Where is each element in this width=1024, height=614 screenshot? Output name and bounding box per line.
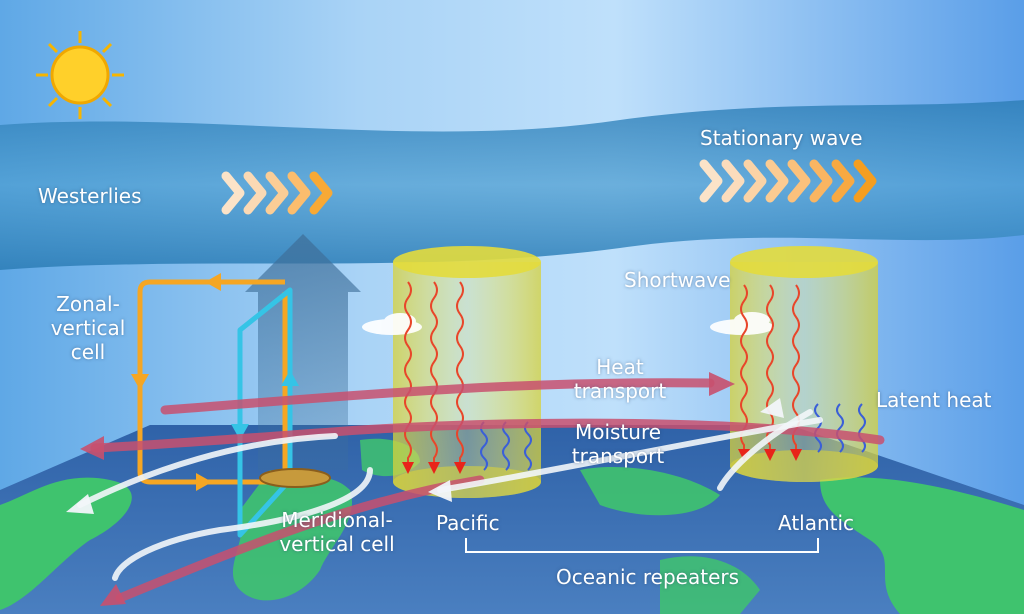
moisture-transport-arrowheads [66, 398, 784, 514]
zonal-cell-arrowheads [131, 273, 221, 491]
atlantic-label: Atlantic [778, 511, 855, 535]
meridional-vertical-cell-label: Meridional- vertical cell [279, 508, 395, 556]
atlantic-heat-column [730, 246, 878, 482]
pacific-heat-column [393, 246, 541, 498]
zonal-vertical-cell-label: Zonal- vertical cell [50, 292, 126, 364]
westerlies-chevron-arrow-icon [221, 171, 333, 215]
latent-heat-label: Latent heat [876, 388, 992, 412]
stationary-wave-chevron-arrow-icon [699, 159, 877, 203]
sun-icon [36, 31, 124, 119]
upward-airflow-arrow [245, 234, 361, 470]
pacific-label: Pacific [436, 511, 500, 535]
heat-transport-label: Heat transport [573, 355, 667, 403]
meridional-cell-arrowheads [231, 370, 299, 440]
westerlies-band [0, 100, 1024, 270]
oceanic-repeaters-label: Oceanic repeaters [556, 565, 740, 589]
stationary-wave-label: Stationary wave [700, 126, 863, 150]
land-masses [0, 438, 1024, 614]
atlantic-latent-heat-rays [814, 403, 866, 453]
pacific-latent-heat-rays [480, 421, 532, 471]
heat-transport-arrowheads [80, 372, 735, 606]
moisture-transport-arrows [77, 409, 823, 581]
moisture-transport-label: Moisture transport [571, 420, 665, 468]
oceanic-repeaters-bracket [465, 538, 819, 553]
shortwave-label: Shortwave [624, 268, 731, 292]
westerlies-label: Westerlies [38, 184, 142, 208]
island-land [259, 468, 331, 488]
